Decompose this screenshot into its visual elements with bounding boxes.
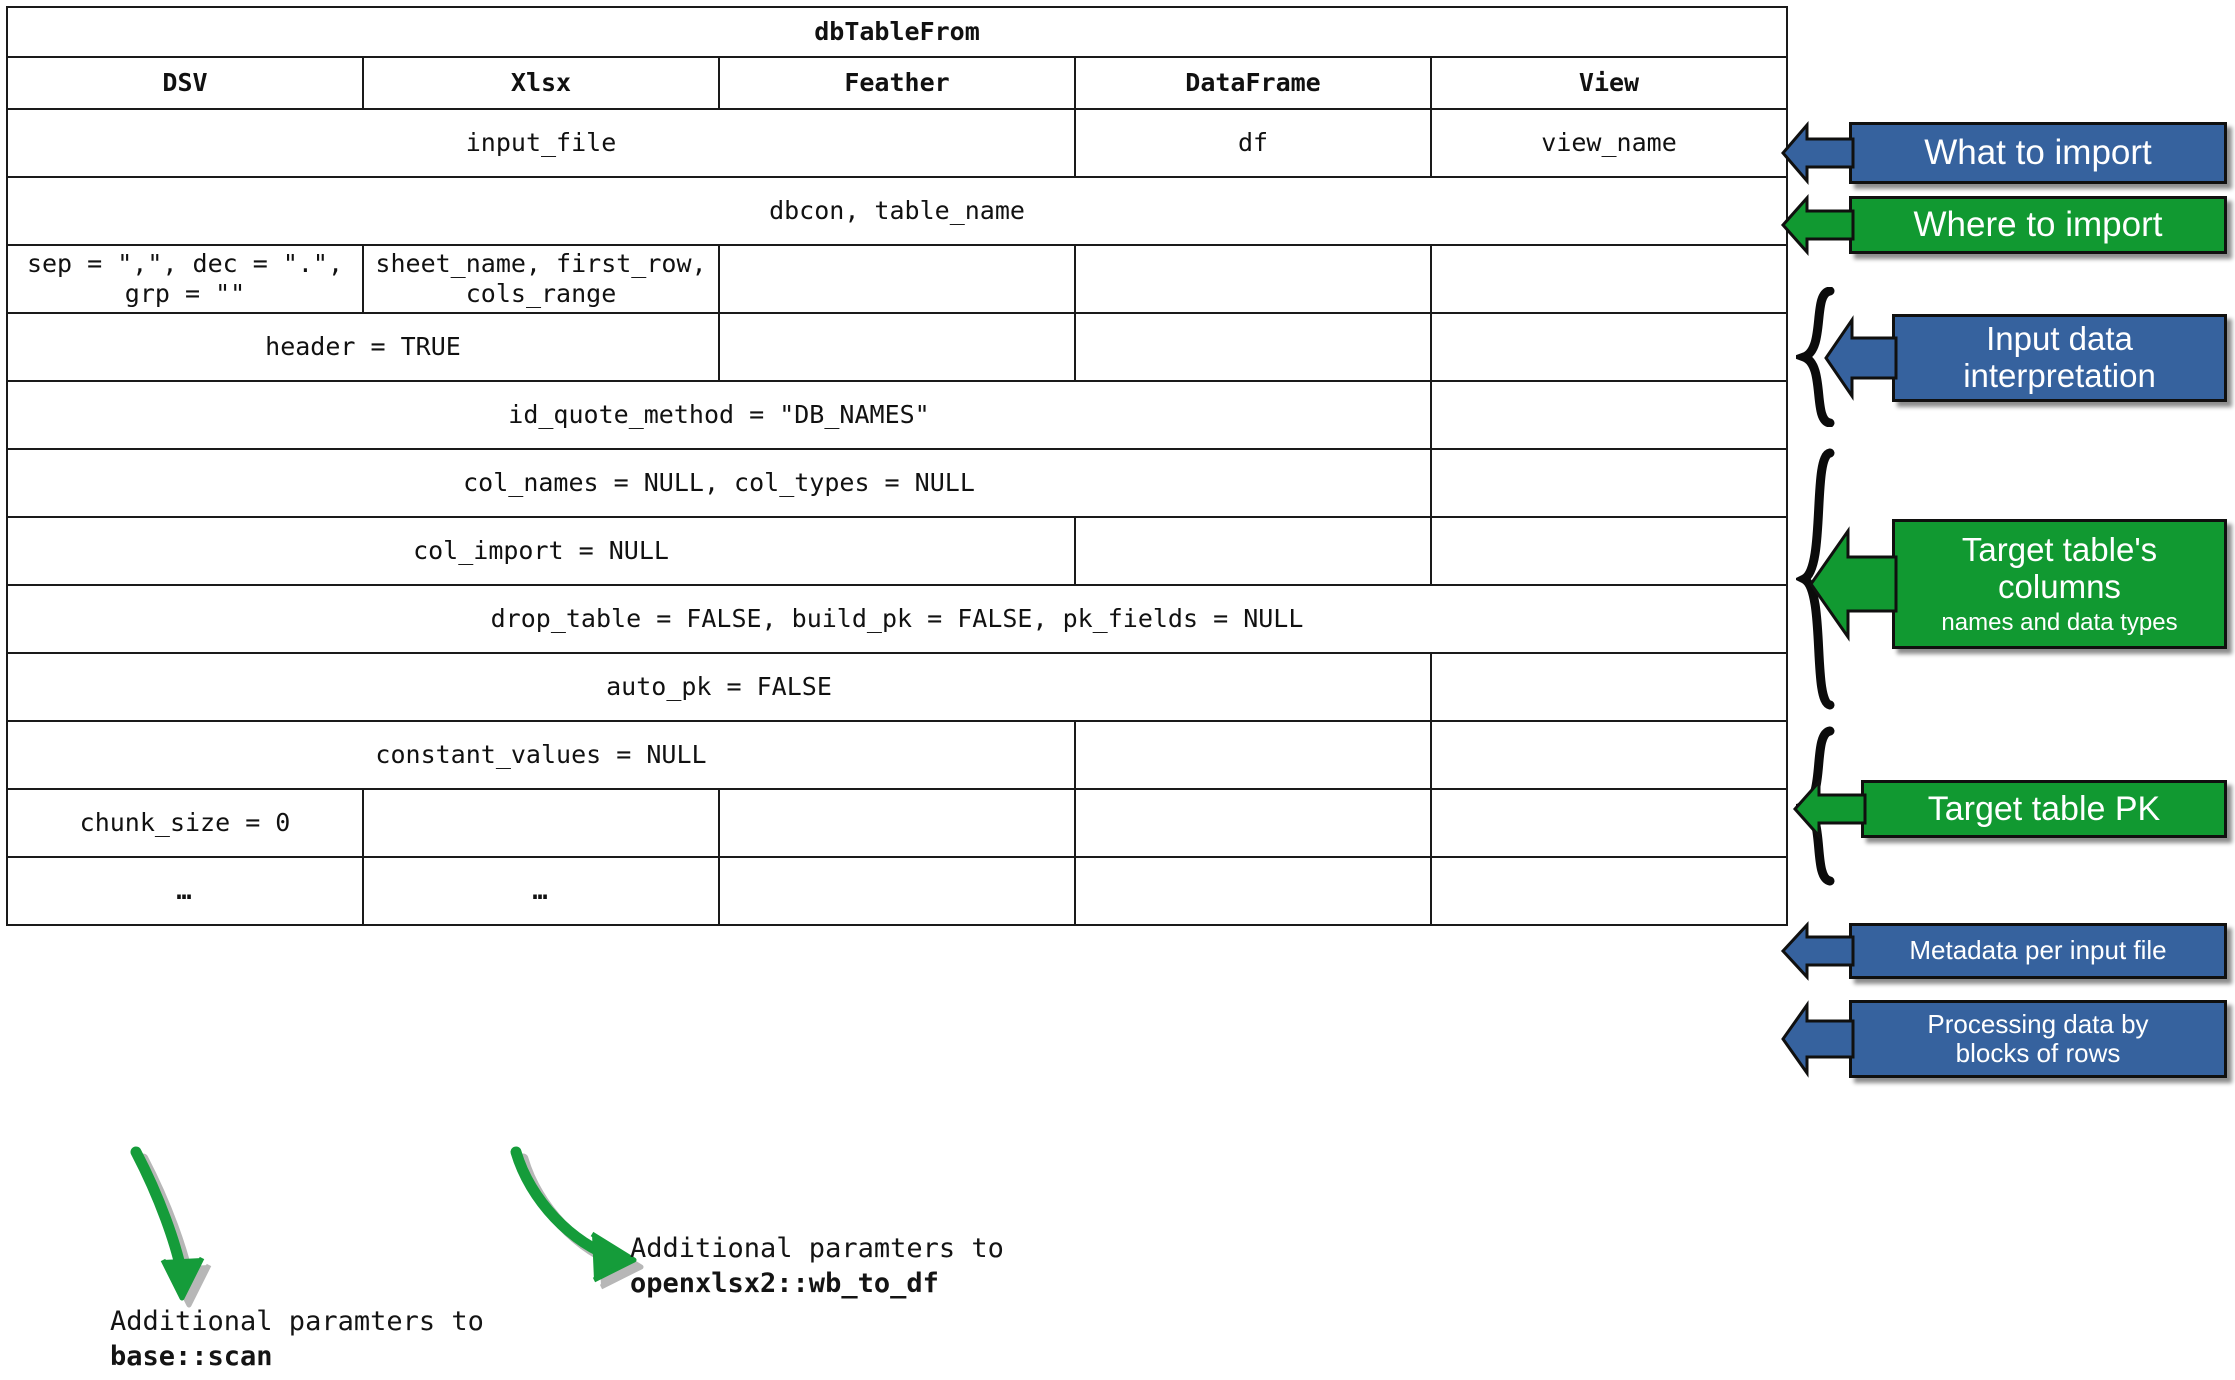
cell-col-import-2 (1429, 516, 1789, 586)
brace-target-table-columns (1796, 448, 1842, 710)
column-header-dataframe: DataFrame (1074, 56, 1432, 110)
callout-metadata-per-input-file[interactable]: Metadata per input file (1849, 923, 2227, 979)
cell-id-quote-method-1 (1429, 380, 1789, 450)
cell-ellipsis-0: … (6, 856, 364, 926)
cell-chunk-size-3 (1074, 788, 1432, 858)
cell-parse-options-1: sheet_name, first_row, cols_range (362, 244, 720, 314)
table-row: drop_table = FALSE, build_pk = FALSE, pk… (5, 584, 1789, 654)
table-row: auto_pk = FALSE (6, 652, 1789, 722)
cell-auto-pk-1 (1429, 652, 1789, 722)
cell-ellipsis-1: … (362, 856, 720, 926)
table-row: header = TRUE (6, 312, 1789, 382)
cell-constant-values-2 (1429, 720, 1789, 790)
cell-chunk-size-1 (362, 788, 720, 858)
callout-label-line1: Target table's (1961, 530, 2158, 568)
callout-label-line2: columns (1998, 567, 2121, 605)
table-row: col_names = NULL, col_types = NULL (6, 448, 1789, 518)
cell-auto-pk-0: auto_pk = FALSE (6, 652, 1432, 722)
page-title: dbTableFrom (5, 6, 1789, 58)
cell-chunk-size-2 (718, 788, 1076, 858)
cell-id-quote-method-0: id_quote_method = "DB_NAMES" (6, 380, 1432, 450)
arrow-input-data-interpretation (1824, 314, 1898, 402)
cell-parse-options-0: sep = ",", dec = ".", grp = "" (6, 244, 364, 314)
arrow-metadata-per-input-file (1780, 921, 1855, 981)
table-row: id_quote_method = "DB_NAMES" (6, 380, 1789, 450)
callout-label: Metadata per input file (1909, 935, 2167, 966)
callout-label-line1: Input data (1986, 320, 2133, 358)
table-title-row: dbTableFrom (5, 6, 1789, 58)
base-scan-note-line2: base::scan (110, 1340, 273, 1372)
wb-to-df-note: Additional paramters to openxlsx2::wb_to… (630, 1232, 1004, 1301)
curved-arrow-to-wb-to-df (510, 1146, 702, 1290)
cell-parse-options-4 (1429, 244, 1789, 314)
table-row: constant_values = NULL (6, 720, 1789, 790)
cell-connection-0: dbcon, table_name (5, 176, 1789, 246)
cell-header-option-2 (1074, 312, 1432, 382)
column-header-feather: Feather (718, 56, 1076, 110)
wb-to-df-note-line1: Additional paramters to (630, 1233, 1004, 1264)
cell-col-import-1 (1074, 516, 1432, 586)
callout-where-to-import[interactable]: Where to import (1849, 196, 2227, 254)
arrow-processing-by-blocks (1781, 1000, 1855, 1078)
cell-parse-options-3 (1074, 244, 1432, 314)
callout-target-table-pk[interactable]: Target table PK (1861, 780, 2227, 838)
callout-label: Where to import (1913, 205, 2163, 245)
arrow-what-to-import (1781, 120, 1855, 186)
callout-label: Target table PK (1927, 789, 2161, 828)
cell-header-option-3 (1429, 312, 1789, 382)
cell-header-option-1 (718, 312, 1076, 382)
cell-chunk-size-0: chunk_size = 0 (6, 788, 364, 858)
callout-label: What to import (1924, 133, 2152, 173)
cell-header-option-0: header = TRUE (6, 312, 720, 382)
column-header-view: View (1429, 56, 1789, 110)
base-scan-note: Additional paramters to base::scan (110, 1305, 484, 1374)
table-row: dbcon, table_name (5, 176, 1789, 246)
arrow-target-table-pk (1792, 778, 1867, 840)
cell-ellipsis-3 (1074, 856, 1432, 926)
callout-label-line2: blocks of rows (1955, 1038, 2121, 1068)
callout-target-table-columns[interactable]: Target table's columns names and data ty… (1892, 519, 2227, 649)
cell-ellipsis-4 (1429, 856, 1789, 926)
cell-source-2: view_name (1429, 108, 1789, 178)
callout-label-line2: interpretation (1963, 357, 2156, 394)
callout-what-to-import[interactable]: What to import (1849, 122, 2227, 184)
table-row: …… (6, 856, 1789, 926)
column-header-dsv: DSV (6, 56, 364, 110)
cell-source-1: df (1074, 108, 1432, 178)
cell-constant-values-1 (1074, 720, 1432, 790)
cell-drop-build-pk-0: drop_table = FALSE, build_pk = FALSE, pk… (5, 584, 1789, 654)
cell-ellipsis-2 (718, 856, 1076, 926)
table-row: sep = ",", dec = ".", grp = ""sheet_name… (6, 244, 1789, 314)
cell-col-names-types-1 (1429, 448, 1789, 518)
callout-sublabel: names and data types (1941, 608, 2178, 636)
cell-col-import-0: col_import = NULL (6, 516, 1076, 586)
brace-input-data-interpretation (1796, 287, 1842, 427)
cell-source-0: input_file (6, 108, 1076, 178)
cell-constant-values-0: constant_values = NULL (6, 720, 1076, 790)
cell-chunk-size-4 (1429, 788, 1789, 858)
arrow-target-table-columns (1808, 519, 1898, 649)
wb-to-df-note-line2: openxlsx2::wb_to_df (630, 1267, 939, 1299)
table-row: chunk_size = 0 (6, 788, 1789, 858)
callout-input-data-interpretation[interactable]: Input data interpretation (1892, 314, 2227, 402)
callout-processing-by-blocks[interactable]: Processing data by blocks of rows (1849, 1000, 2227, 1078)
column-header-xlsx: Xlsx (362, 56, 720, 110)
curved-arrow-to-base-scan (130, 1146, 270, 1308)
cell-col-names-types-0: col_names = NULL, col_types = NULL (6, 448, 1432, 518)
callout-label-line1: Processing data by (1927, 1008, 2149, 1039)
arrow-where-to-import (1780, 194, 1855, 256)
cell-parse-options-2 (718, 244, 1076, 314)
table-row: col_import = NULL (6, 516, 1789, 586)
base-scan-note-line1: Additional paramters to (110, 1306, 484, 1337)
